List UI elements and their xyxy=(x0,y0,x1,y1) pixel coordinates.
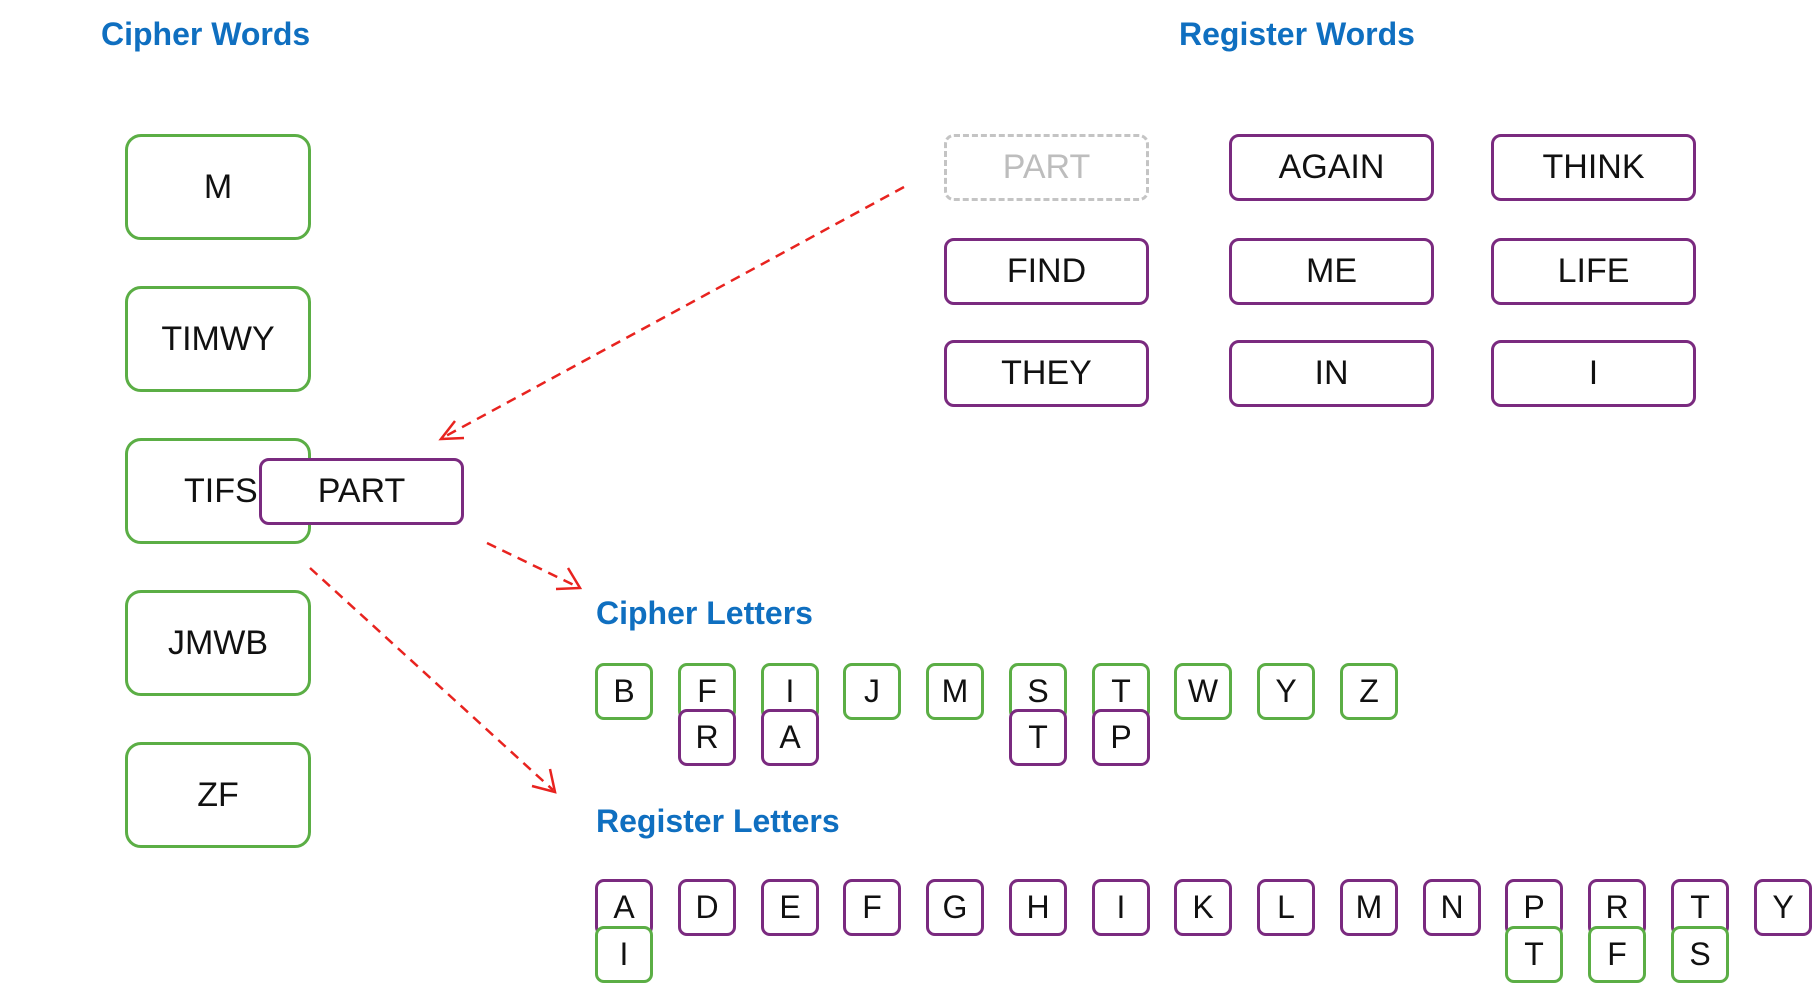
register-letter-tile[interactable]: L xyxy=(1257,879,1315,936)
register-letter-tile[interactable]: Y xyxy=(1754,879,1812,936)
cipher-letter-tile[interactable]: Y xyxy=(1257,663,1315,720)
register-letter-tile[interactable]: G xyxy=(926,879,984,936)
cipher-letter-tile[interactable]: M xyxy=(926,663,984,720)
register-letters-heading: Register Letters xyxy=(596,803,840,839)
register-word-card[interactable]: THEY xyxy=(944,340,1149,407)
cipher-word-card[interactable]: M xyxy=(125,134,311,240)
register-words-heading: Register Words xyxy=(1179,16,1415,52)
register-letter-mapping[interactable]: I xyxy=(595,926,653,983)
register-word-card[interactable]: FIND xyxy=(944,238,1149,305)
register-letter-tile[interactable]: H xyxy=(1009,879,1067,936)
register-word-card[interactable]: ME xyxy=(1229,238,1434,305)
register-letter-mapping[interactable]: F xyxy=(1588,926,1646,983)
register-letter-tile[interactable]: N xyxy=(1423,879,1481,936)
cipher-word-card[interactable]: TIMWY xyxy=(125,286,311,392)
register-word-card[interactable]: LIFE xyxy=(1491,238,1696,305)
register-letter-tile[interactable]: K xyxy=(1174,879,1232,936)
dragged-register-word[interactable]: PART xyxy=(259,458,464,525)
drag-arrow-line xyxy=(443,185,905,439)
cipher-letter-tile[interactable]: B xyxy=(595,663,653,720)
register-word-card[interactable]: AGAIN xyxy=(1229,134,1434,201)
cipher-letter-tile[interactable]: Z xyxy=(1340,663,1398,720)
cipher-letter-mapping[interactable]: T xyxy=(1009,709,1067,766)
register-word-card[interactable]: I xyxy=(1491,340,1696,407)
register-letter-tile[interactable]: M xyxy=(1340,879,1398,936)
register-letter-tile[interactable]: I xyxy=(1092,879,1150,936)
cipher-letters-heading: Cipher Letters xyxy=(596,595,813,631)
drag-arrow-head xyxy=(438,420,465,441)
register-letter-tile[interactable]: D xyxy=(678,879,736,936)
register-word-card[interactable]: IN xyxy=(1229,340,1434,407)
cipher-letter-mapping[interactable]: R xyxy=(678,709,736,766)
cipher-word-card[interactable]: JMWB xyxy=(125,590,311,696)
register-word-card[interactable]: THINK xyxy=(1491,134,1696,201)
cipher-letter-mapping[interactable]: P xyxy=(1092,709,1150,766)
cipher-letter-mapping[interactable]: A xyxy=(761,709,819,766)
register-letters-arrow-line xyxy=(309,567,554,791)
register-letter-tile[interactable]: E xyxy=(761,879,819,936)
cipher-words-heading: Cipher Words xyxy=(101,16,311,52)
cipher-letters-arrow-line xyxy=(486,541,579,589)
register-letter-tile[interactable]: F xyxy=(843,879,901,936)
register-letter-mapping[interactable]: T xyxy=(1505,926,1563,983)
register-letter-mapping[interactable]: S xyxy=(1671,926,1729,983)
cipher-letters-arrow-head xyxy=(555,567,583,591)
register-word-ghost-slot: PART xyxy=(944,134,1149,201)
cipher-letter-tile[interactable]: J xyxy=(843,663,901,720)
cipher-word-card[interactable]: ZF xyxy=(125,742,311,848)
cipher-letter-tile[interactable]: W xyxy=(1174,663,1232,720)
register-letters-arrow-head xyxy=(531,768,557,794)
